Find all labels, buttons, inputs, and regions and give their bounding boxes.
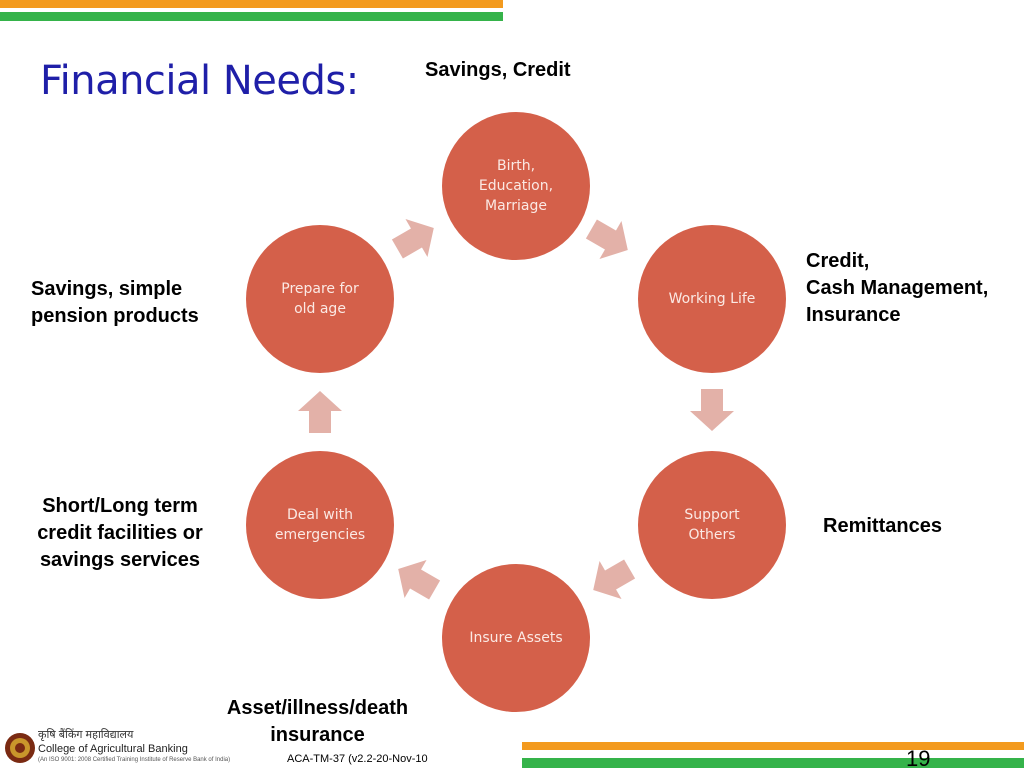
- college-logo-icon: [5, 733, 35, 763]
- note-deal: Short/Long term credit facilities or sav…: [37, 495, 203, 571]
- bottom-green-bar: [522, 758, 1024, 768]
- note-working: Credit, Cash Management, Insurance: [806, 250, 989, 326]
- logo-subtitle: (An ISO 9001: 2008 Certified Training In…: [38, 757, 231, 763]
- cycle-node-support-others: Support Others: [638, 451, 786, 599]
- bottom-orange-bar: [522, 742, 1024, 750]
- arrow-work-to-support: [690, 389, 734, 431]
- college-logo-text: कृषि बैंकिंग महाविद्यालय College of Agri…: [38, 729, 230, 764]
- note-birth: Savings, Credit: [425, 59, 571, 81]
- cycle-node-insure-assets: Insure Assets: [442, 564, 590, 712]
- logo-hindi-name: कृषि बैंकिंग महाविद्यालय: [38, 729, 134, 741]
- note-insure: Asset/illness/death insurance: [226, 697, 409, 746]
- footer-reference: ACA-TM-37 (v2.2-20-Nov-10: [287, 753, 428, 765]
- page-number: 19: [906, 746, 931, 771]
- cycle-node-working-life: Working Life: [638, 225, 786, 373]
- cycle-node-deal-emergencies: Deal with emergencies: [246, 451, 394, 599]
- arrow-support-to-insure: [582, 549, 641, 610]
- logo-college-name: College of Agricultural Banking: [38, 743, 188, 755]
- top-green-bar: [0, 12, 503, 21]
- cycle-node-prepare-old-age: Prepare for old age: [246, 225, 394, 373]
- note-support: Remittances: [823, 515, 942, 537]
- top-orange-bar: [0, 0, 503, 8]
- arrow-birth-to-work: [580, 209, 639, 270]
- note-prepare: Savings, simple pension products: [31, 278, 199, 327]
- slide-title: Financial Needs:: [40, 58, 359, 104]
- arrow-deal-to-prepare: [298, 391, 342, 433]
- cycle-node-birth: Birth, Education, Marriage: [442, 112, 590, 260]
- arrow-prepare-to-birth: [386, 208, 445, 269]
- arrow-insure-to-deal: [387, 549, 446, 610]
